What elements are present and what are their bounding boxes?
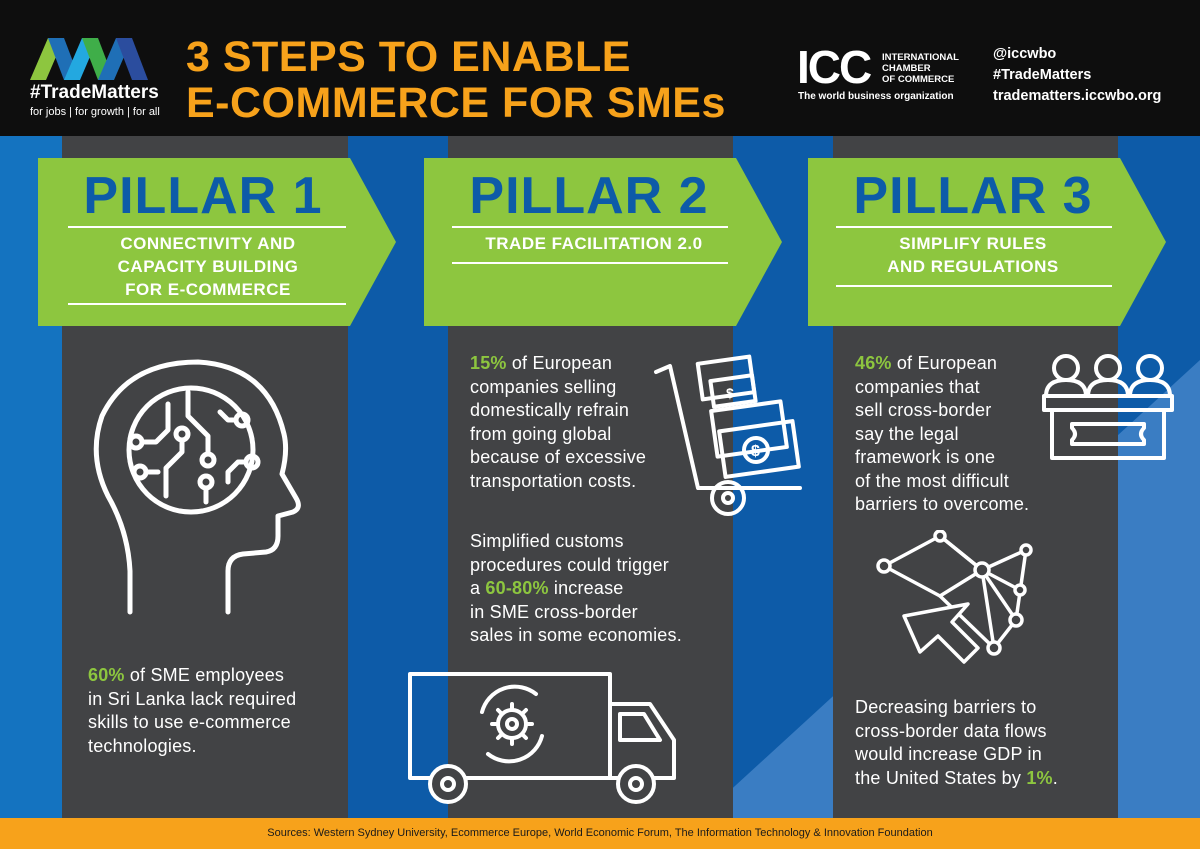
icc-name: INTERNATIONAL CHAMBER OF COMMERCE: [882, 52, 972, 85]
trade-matters-logo: [30, 38, 148, 80]
hand-truck-money-icon: $ $: [654, 354, 802, 516]
title-line-2: E-COMMERCE FOR SMEs: [186, 79, 726, 127]
stat-line: of the most difficult: [855, 470, 1009, 491]
hashtag-link[interactable]: #TradeMatters: [993, 67, 1092, 83]
stat-text: of SME employees: [124, 665, 285, 685]
stat-text: .: [1052, 767, 1058, 788]
divider: [836, 285, 1112, 287]
stat-text: a: [470, 578, 486, 598]
subtitle-line: TRADE FACILITATION 2.0: [485, 234, 703, 253]
stat-line: 15% of European: [470, 352, 690, 376]
pillar-1-title: PILLAR 1: [83, 167, 323, 225]
stat-line: in SME cross-border: [470, 601, 638, 622]
icc-logo: ICC: [797, 41, 872, 93]
delivery-truck-gear-icon: [408, 672, 676, 804]
subtitle-line: CONNECTIVITY AND: [120, 234, 296, 253]
stat-text: increase: [548, 578, 624, 598]
trade-matters-tagline: for jobs | for growth | for all: [30, 106, 160, 118]
pillar-3-subtitle: SIMPLIFY RULES AND REGULATIONS: [808, 232, 1138, 278]
stat-line: procedures could trigger: [470, 554, 669, 575]
pillar-1-stat: 60% of SME employees in Sri Lanka lack r…: [88, 664, 348, 758]
stat-highlight: 1%: [1026, 767, 1053, 788]
subtitle-line: CAPACITY BUILDING: [117, 257, 299, 276]
stat-line: skills to use e-commerce: [88, 712, 291, 732]
stat-line: the United States by 1%.: [855, 767, 1115, 791]
divider: [836, 226, 1112, 228]
stat-line: say the legal: [855, 423, 959, 444]
trade-matters-hashtag: #TradeMatters: [30, 82, 159, 103]
stat-line: from going global: [470, 423, 612, 444]
icc-name-line: INTERNATIONAL: [882, 52, 959, 63]
svg-text:$: $: [726, 385, 734, 401]
icc-tagline: The world business organization: [798, 91, 954, 102]
stat-line: cross-border data flows: [855, 720, 1047, 741]
stat-line: barriers to overcome.: [855, 494, 1030, 514]
pillar-1-arrow: [38, 158, 396, 326]
stat-line: in Sri Lanka lack required: [88, 688, 297, 709]
pillar-3-arrow: [808, 158, 1166, 326]
stat-line: transportation costs.: [470, 470, 637, 491]
pillar-3-title: PILLAR 3: [853, 167, 1093, 225]
sources-footer: Sources: Western Sydney University, Ecom…: [0, 818, 1200, 849]
panel-podium-icon: [1042, 354, 1174, 460]
stat-line: Simplified customs: [470, 531, 624, 551]
subtitle-line: SIMPLIFY RULES: [899, 234, 1047, 253]
pillar-1-subtitle: CONNECTIVITY AND CAPACITY BUILDING FOR E…: [38, 232, 378, 301]
stat-line: 46% of European: [855, 352, 1065, 376]
stat-text: of European: [891, 353, 998, 373]
page-title: 3 STEPS TO ENABLE E-COMMERCE FOR SMEs: [186, 34, 726, 126]
network-cursor-icon: [876, 530, 1033, 664]
pillar-3-stat-2: Decreasing barriers to cross-border data…: [855, 696, 1115, 790]
head-circuit-icon: [93, 359, 301, 615]
subtitle-line: FOR E-COMMERCE: [125, 280, 291, 299]
stat-highlight: 60-80%: [485, 578, 549, 598]
stat-text: of European: [506, 353, 613, 373]
pillar-2-subtitle: TRADE FACILITATION 2.0: [424, 232, 764, 255]
stat-line: would increase GDP in: [855, 744, 1042, 764]
twitter-handle-link[interactable]: @iccwbo: [993, 46, 1057, 62]
stat-line: because of excessive: [470, 447, 647, 467]
stat-line: a 60-80% increase: [470, 577, 730, 601]
social-links: @iccwbo #TradeMatters tradematters.iccwb…: [993, 44, 1161, 107]
pillar-3-stat-1: 46% of European companies that sell cros…: [855, 352, 1065, 517]
icc-name-line: OF COMMERCE: [882, 74, 955, 85]
pillar-2-title: PILLAR 2: [469, 167, 709, 225]
subtitle-line: AND REGULATIONS: [887, 257, 1059, 276]
stat-line: technologies.: [88, 735, 197, 756]
stat-highlight: 60%: [88, 665, 125, 685]
stat-line: domestically refrain: [470, 400, 630, 420]
divider: [68, 226, 346, 228]
title-line-1: 3 STEPS TO ENABLE: [186, 33, 631, 81]
stat-highlight: 15%: [470, 353, 507, 373]
pillar-2-stat-2: Simplified customs procedures could trig…: [470, 530, 730, 648]
pillar-2-arrow: [424, 158, 782, 326]
stat-line: framework is one: [855, 447, 996, 467]
stat-line: companies selling: [470, 376, 617, 397]
divider: [452, 226, 728, 228]
header-bar: [0, 0, 1200, 136]
stat-line: companies that: [855, 376, 980, 397]
stat-highlight: 46%: [855, 353, 892, 373]
svg-text:$: $: [751, 443, 760, 460]
stat-line: sales in some economies.: [470, 625, 682, 645]
stat-text: the United States by: [855, 767, 1027, 788]
stat-line: sell cross-border: [855, 400, 992, 420]
website-link[interactable]: tradematters.iccwbo.org: [993, 88, 1162, 104]
divider: [452, 262, 728, 264]
stat-line: Decreasing barriers to: [855, 697, 1037, 717]
divider: [68, 303, 346, 305]
pillar-2-stat-1: 15% of European companies selling domest…: [470, 352, 690, 493]
stat-line: 60% of SME employees: [88, 664, 348, 688]
icc-name-line: CHAMBER: [882, 63, 931, 74]
